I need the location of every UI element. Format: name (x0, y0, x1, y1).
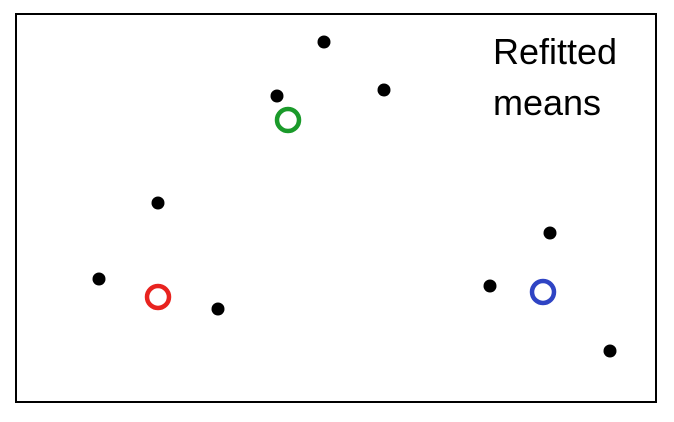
title-line-1: Refitted (493, 31, 617, 72)
data-point-3 (377, 83, 391, 97)
refitted-mean-marker-1 (274, 106, 302, 134)
data-point-9 (603, 344, 617, 358)
data-point-6 (211, 302, 225, 316)
data-point-4 (151, 196, 165, 210)
plot-frame (15, 13, 657, 403)
plot-marks (92, 35, 617, 358)
refitted-mean-marker-2 (144, 283, 172, 311)
data-point-5 (92, 272, 106, 286)
data-point-1 (317, 35, 331, 49)
data-point-8 (483, 279, 497, 293)
title-line-2: means (493, 82, 601, 123)
refitted-mean-marker-3 (529, 278, 557, 306)
data-point-7 (543, 226, 557, 240)
data-point-2 (270, 89, 284, 103)
